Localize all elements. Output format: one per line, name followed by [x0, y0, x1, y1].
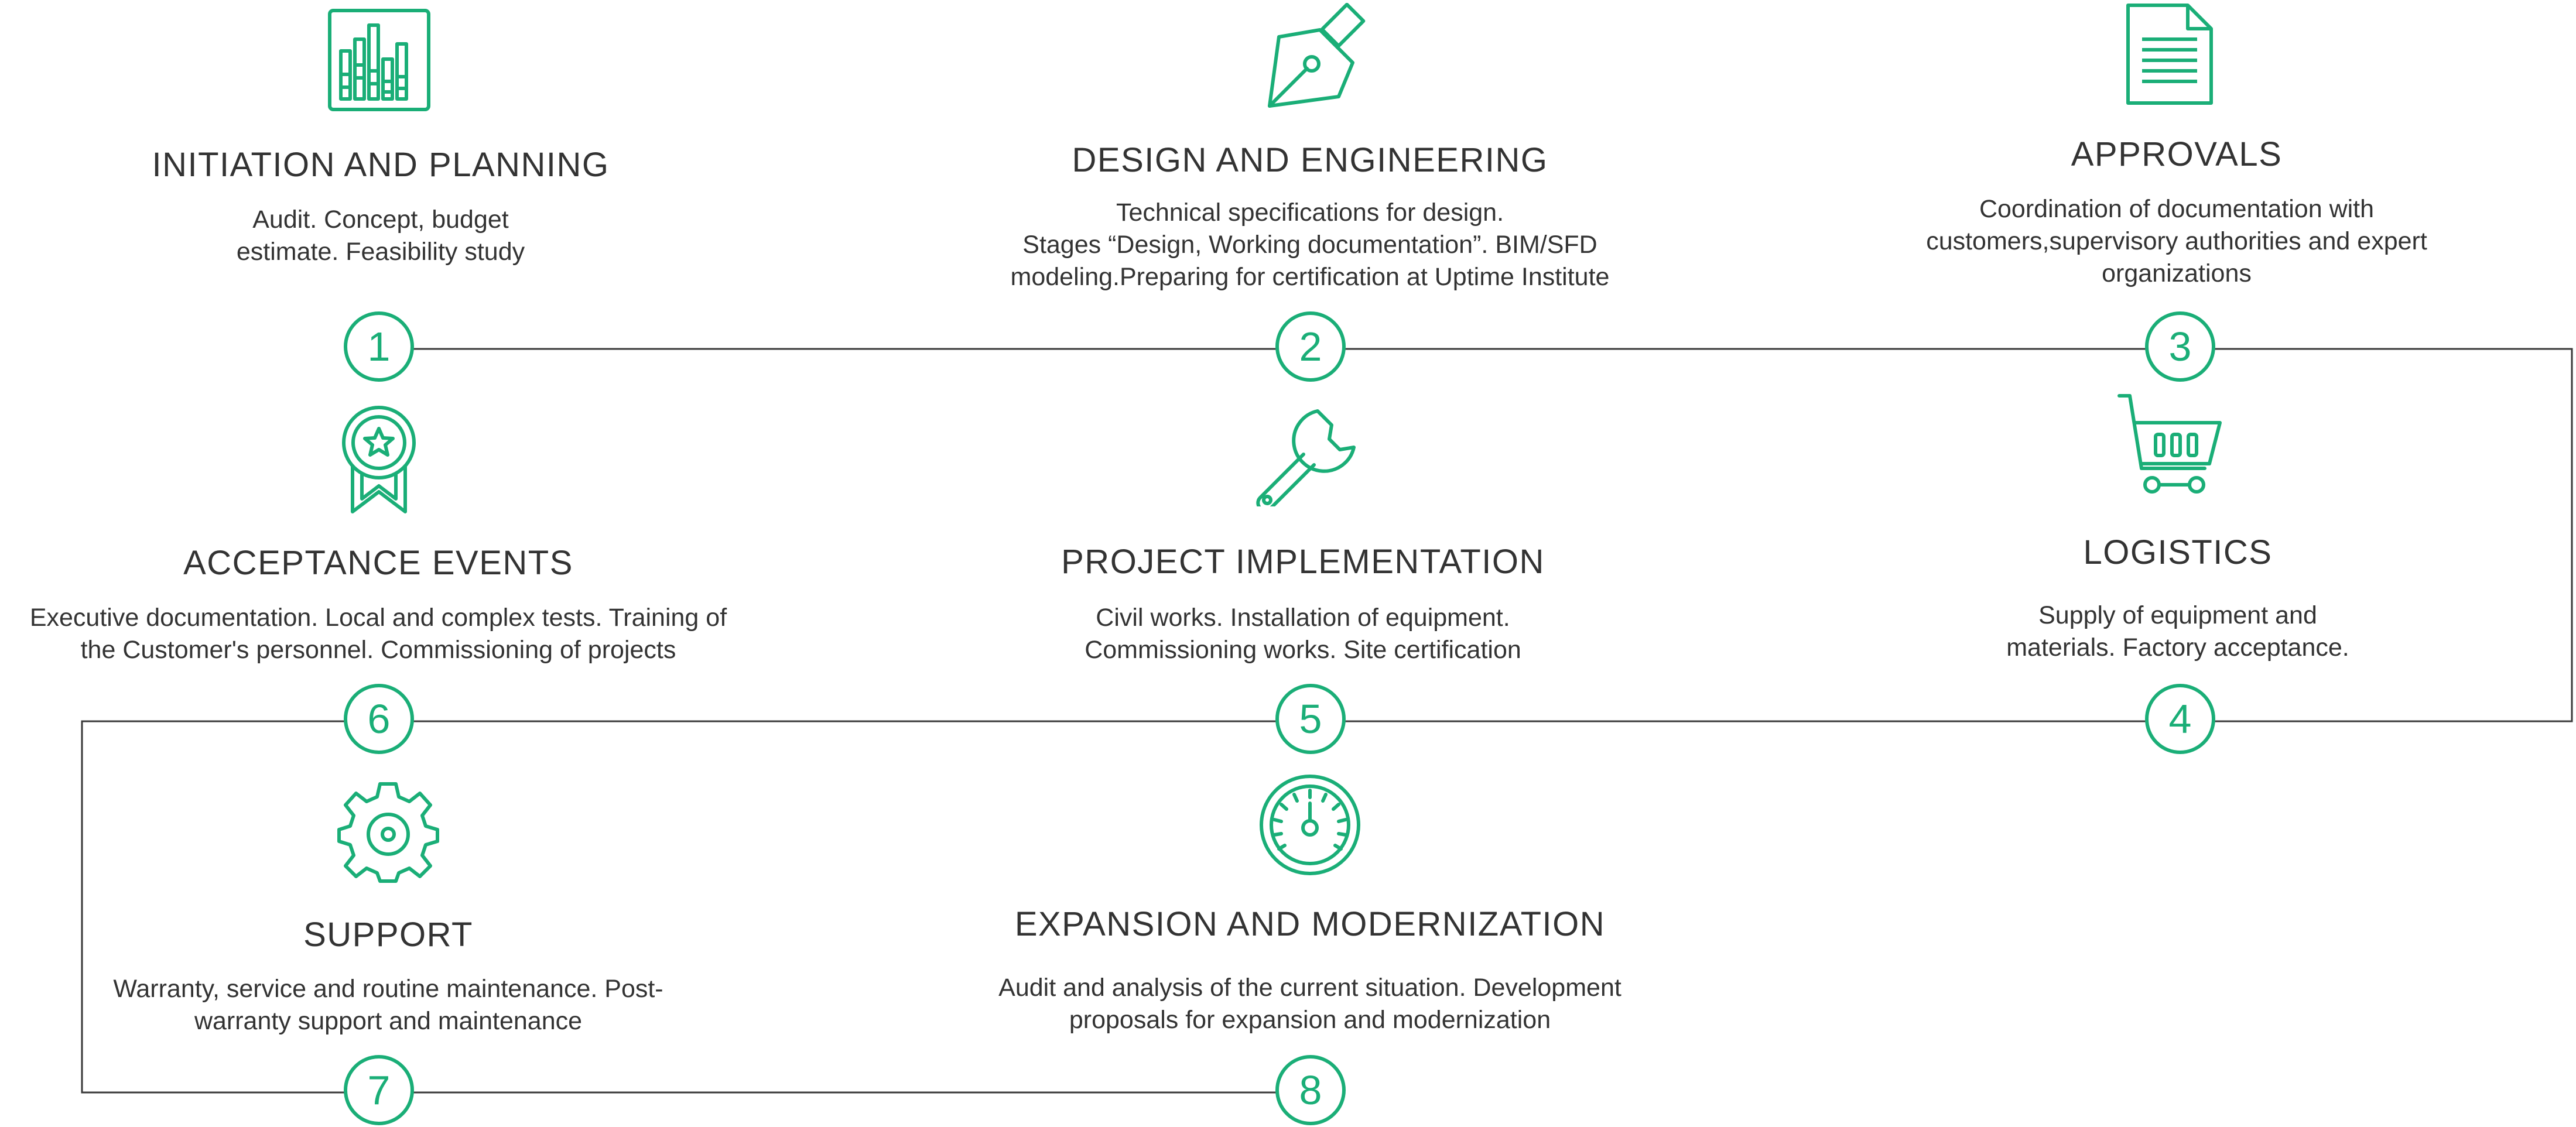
- stage-6-title: ACCEPTANCE EVENTS: [183, 544, 573, 582]
- shopping-cart-icon: [2117, 394, 2222, 494]
- stage-6-description: Executive documentation. Local and compl…: [29, 604, 727, 664]
- stage-7-title: SUPPORT: [303, 916, 473, 954]
- stage-4-title: LOGISTICS: [2083, 533, 2273, 571]
- document-icon: [2126, 4, 2213, 105]
- stage-5-description: Civil works. Installation of equipment. …: [1085, 604, 1521, 664]
- stage-1-description: Audit. Concept, budget estimate. Feasibi…: [236, 205, 525, 266]
- stage-3-description: Coordination of documentation with custo…: [1926, 195, 2427, 287]
- stage-1-title: INITIATION AND PLANNING: [152, 146, 610, 184]
- stage-5-title: PROJECT IMPLEMENTATION: [1061, 543, 1545, 581]
- gear-icon: [337, 782, 439, 883]
- stage-8-title: EXPANSION AND MODERNIZATION: [1014, 905, 1606, 943]
- step-3-circle: 3: [2145, 311, 2215, 382]
- wrench-icon: [1256, 409, 1356, 506]
- award-ribbon-icon: [342, 406, 416, 513]
- pen-nib-icon: [1268, 3, 1366, 108]
- step-8-circle: 8: [1275, 1055, 1346, 1125]
- step-6-circle: 6: [344, 684, 414, 754]
- stage-2-title: DESIGN AND ENGINEERING: [1072, 141, 1548, 179]
- stage-4-description: Supply of equipment and materials. Facto…: [2006, 601, 2349, 662]
- stage-7-description: Warranty, service and routine maintenanc…: [113, 975, 663, 1035]
- gauge-icon: [1260, 775, 1360, 875]
- step-5-circle: 5: [1275, 684, 1346, 754]
- step-1-circle: 1: [344, 311, 414, 382]
- stage-2-description: Technical specifications for design. Sta…: [1010, 198, 1610, 291]
- stage-8-description: Audit and analysis of the current situat…: [998, 974, 1621, 1034]
- step-4-circle: 4: [2145, 684, 2215, 754]
- step-7-circle: 7: [344, 1055, 414, 1125]
- step-2-circle: 2: [1275, 311, 1346, 382]
- stage-3-title: APPROVALS: [2071, 135, 2283, 173]
- bar-chart-icon: [328, 9, 430, 111]
